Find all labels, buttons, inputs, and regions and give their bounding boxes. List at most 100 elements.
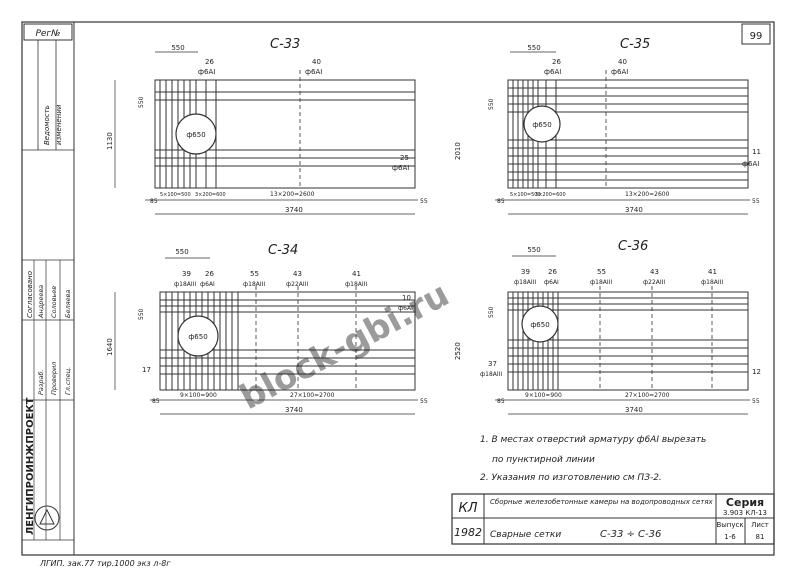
sheet-label: Лист <box>751 521 769 529</box>
svg-text:3740: 3740 <box>625 206 643 214</box>
svg-text:ф18АIII: ф18АIII <box>480 371 502 378</box>
svg-text:550: 550 <box>527 44 540 52</box>
svg-text:13×200=2600: 13×200=2600 <box>270 191 315 198</box>
c33-title: С-33 <box>270 37 300 52</box>
svg-text:43: 43 <box>650 268 659 276</box>
svg-text:3×200=600: 3×200=600 <box>195 192 226 198</box>
svg-text:55: 55 <box>752 198 760 205</box>
svg-text:1640: 1640 <box>106 338 114 356</box>
svg-text:13×200=2600: 13×200=2600 <box>625 191 670 198</box>
sheet-value: 81 <box>756 533 765 541</box>
sheet-number: 99 <box>750 31 763 42</box>
svg-text:3740: 3740 <box>285 406 303 414</box>
svg-text:55: 55 <box>597 268 606 276</box>
svg-text:25: 25 <box>400 154 409 162</box>
svg-text:5×100=500: 5×100=500 <box>160 192 191 198</box>
svg-text:5×100=500: 5×100=500 <box>510 192 541 198</box>
svg-text:11: 11 <box>752 148 761 156</box>
org-name: ЛЕНГИПРОИНЖПРОЕКТ <box>25 397 36 535</box>
change-sheet-label-2: изменений <box>55 104 63 145</box>
svg-text:41: 41 <box>708 268 717 276</box>
svg-text:85: 85 <box>497 198 505 205</box>
svg-text:17: 17 <box>142 366 151 374</box>
svg-text:ф18АIII: ф18АIII <box>345 281 367 288</box>
title-range: С-33 ÷ С-36 <box>600 529 661 540</box>
svg-text:43: 43 <box>293 270 302 278</box>
notes: 1. В местах отверстий арматуру ф6АI выре… <box>480 435 706 483</box>
title-code: КЛ <box>458 501 477 516</box>
c35-title: С-35 <box>620 37 650 52</box>
svg-text:ф650: ф650 <box>186 131 205 139</box>
name-1: Андреева <box>37 285 45 319</box>
drawing-c34: С-34 550 39 ф18АIII 26 ф6АI 55 ф18АIII 4… <box>106 243 428 415</box>
issue-value: 1-6 <box>724 533 736 541</box>
svg-text:550: 550 <box>488 98 495 110</box>
svg-text:ф650: ф650 <box>532 121 551 129</box>
svg-text:9×100=900: 9×100=900 <box>525 392 562 399</box>
svg-text:12: 12 <box>752 368 761 376</box>
svg-text:ф650: ф650 <box>530 321 549 329</box>
agreed-label: Согласовано <box>26 271 34 318</box>
title-year: 1982 <box>454 526 482 539</box>
svg-text:ф22АIII: ф22АIII <box>643 279 665 286</box>
svg-text:26: 26 <box>552 58 561 66</box>
svg-text:39: 39 <box>521 268 530 276</box>
svg-text:550: 550 <box>138 308 145 320</box>
role-3: Гл.спец. <box>64 367 72 395</box>
svg-text:3×200=600: 3×200=600 <box>535 192 566 198</box>
svg-text:ф18АIII: ф18АIII <box>701 279 723 286</box>
svg-text:40: 40 <box>618 58 627 66</box>
svg-text:37: 37 <box>488 360 497 368</box>
svg-text:ф6АI: ф6АI <box>544 68 561 76</box>
svg-text:3740: 3740 <box>285 206 303 214</box>
sheet-number-box <box>741 23 771 45</box>
name-2: Соловьев <box>50 286 58 318</box>
note-line-1: 1. В местах отверстий арматуру ф6АI выре… <box>480 435 706 445</box>
svg-text:550: 550 <box>488 306 495 318</box>
svg-text:55: 55 <box>420 198 428 205</box>
reg-box: Рег№ <box>35 29 60 39</box>
svg-text:550: 550 <box>171 44 184 52</box>
svg-text:39: 39 <box>182 270 191 278</box>
left-strip: Рег№ Ведомость изменений Согласовано Раз… <box>21 21 75 556</box>
svg-text:ф6АI: ф6АI <box>611 68 628 76</box>
svg-text:550: 550 <box>175 248 188 256</box>
svg-text:85: 85 <box>150 198 158 205</box>
svg-text:55: 55 <box>752 398 760 405</box>
svg-text:ф18АIII: ф18АIII <box>243 281 265 288</box>
series-value: 3.903 КЛ-13 <box>723 509 767 517</box>
title-description: Сборные железобетонные камеры на водопро… <box>490 498 714 506</box>
svg-text:26: 26 <box>548 268 557 276</box>
svg-text:10: 10 <box>402 294 411 302</box>
svg-text:27×100=2700: 27×100=2700 <box>290 392 335 399</box>
svg-text:ф18АIII: ф18АIII <box>174 281 196 288</box>
svg-text:550: 550 <box>138 96 145 108</box>
svg-text:ф18АIII: ф18АIII <box>590 279 612 286</box>
svg-text:ф6АI: ф6АI <box>544 279 559 286</box>
svg-text:41: 41 <box>352 270 361 278</box>
svg-text:27×100=2700: 27×100=2700 <box>625 392 670 399</box>
bottom-stamp: ЛГИП. зак.77 тир.1000 экз л-8г <box>39 559 171 568</box>
svg-text:ф6АI: ф6АI <box>398 305 413 312</box>
role-2: Проверил <box>50 362 58 395</box>
drawing-c36: С-36 550 39 ф18АIII 26 ф6АI 55 ф18АIII 4… <box>454 239 761 415</box>
svg-text:ф6АI: ф6АI <box>742 160 759 168</box>
svg-text:85: 85 <box>497 398 505 405</box>
svg-text:55: 55 <box>250 270 259 278</box>
svg-text:ф6АI: ф6АI <box>392 164 409 172</box>
org-logo-icon <box>34 505 60 531</box>
issue-label: Выпуск <box>716 521 743 529</box>
c34-title: С-34 <box>268 243 298 258</box>
svg-text:ф18АIII: ф18АIII <box>514 279 536 286</box>
drawing-c33: С-33 550 26 ф6АI 40 ф6АI ф650 25 ф6АI 11… <box>106 37 428 215</box>
svg-text:26: 26 <box>205 58 214 66</box>
svg-text:3740: 3740 <box>625 406 643 414</box>
svg-text:550: 550 <box>527 246 540 254</box>
name-3: Беляева <box>64 290 72 318</box>
change-sheet-label-1: Ведомость <box>43 105 51 145</box>
svg-text:ф6АI: ф6АI <box>200 281 215 288</box>
title-block: КЛ 1982 Сборные железобетонные камеры на… <box>451 493 775 545</box>
svg-text:2010: 2010 <box>454 142 462 160</box>
svg-text:85: 85 <box>152 398 160 405</box>
